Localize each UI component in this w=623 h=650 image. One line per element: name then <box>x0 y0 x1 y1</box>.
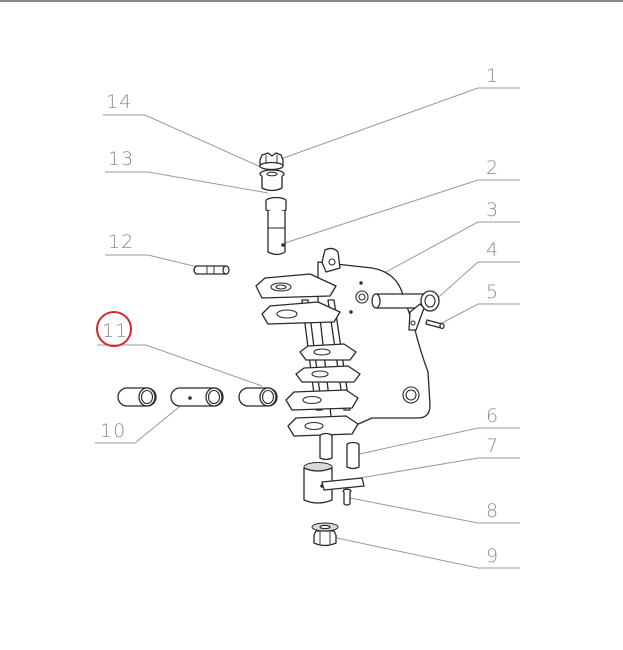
callout-label-4: 4 <box>486 239 499 261</box>
top-border <box>0 0 623 2</box>
leader-2 <box>284 179 520 244</box>
part-2-pin <box>265 196 287 256</box>
leader-4 <box>431 261 520 304</box>
callout-labels: 1 2 3 4 5 6 7 8 9 10 11 12 13 14 <box>100 65 499 567</box>
leader-14 <box>103 114 264 169</box>
leader-1 <box>277 87 520 161</box>
callout-label-11: 11 <box>102 320 128 342</box>
part-12-small-pin <box>193 265 230 275</box>
leader-12 <box>105 254 211 271</box>
callout-label-3: 3 <box>486 199 499 221</box>
part-7-sleeve <box>303 462 365 504</box>
leader-11 <box>97 344 263 387</box>
part-5-cotter-pin <box>425 319 445 330</box>
leader-8 <box>349 497 520 524</box>
callout-label-14: 14 <box>106 91 132 113</box>
leader-13 <box>105 171 269 194</box>
callout-label-13: 13 <box>108 148 134 170</box>
part-10-bushings <box>117 387 224 407</box>
leader-7 <box>359 457 520 479</box>
part-4-axle <box>371 290 440 331</box>
highlight-circle-11 <box>96 311 132 347</box>
callout-label-1: 1 <box>486 65 499 87</box>
part-9-nut <box>311 522 339 547</box>
leader-5 <box>439 303 520 325</box>
callout-label-9: 9 <box>486 545 499 567</box>
callout-label-2: 2 <box>486 157 499 179</box>
part-13-washer <box>259 169 285 192</box>
part-8-bolt <box>342 488 352 506</box>
callout-label-12: 12 <box>108 231 134 253</box>
part-14-castle-nut <box>259 152 284 171</box>
callout-label-5: 5 <box>486 281 499 303</box>
callout-label-8: 8 <box>486 500 499 522</box>
part-11-bushing <box>238 387 278 407</box>
callout-label-6: 6 <box>486 405 499 427</box>
leader-6 <box>354 427 520 456</box>
leader-9 <box>331 536 520 569</box>
callout-label-10: 10 <box>100 420 126 442</box>
leader-3 <box>374 221 520 279</box>
leader-10 <box>95 397 191 444</box>
part-6-pins <box>319 432 360 470</box>
callout-label-7: 7 <box>486 435 499 457</box>
part-3-main-bracket <box>255 247 431 437</box>
